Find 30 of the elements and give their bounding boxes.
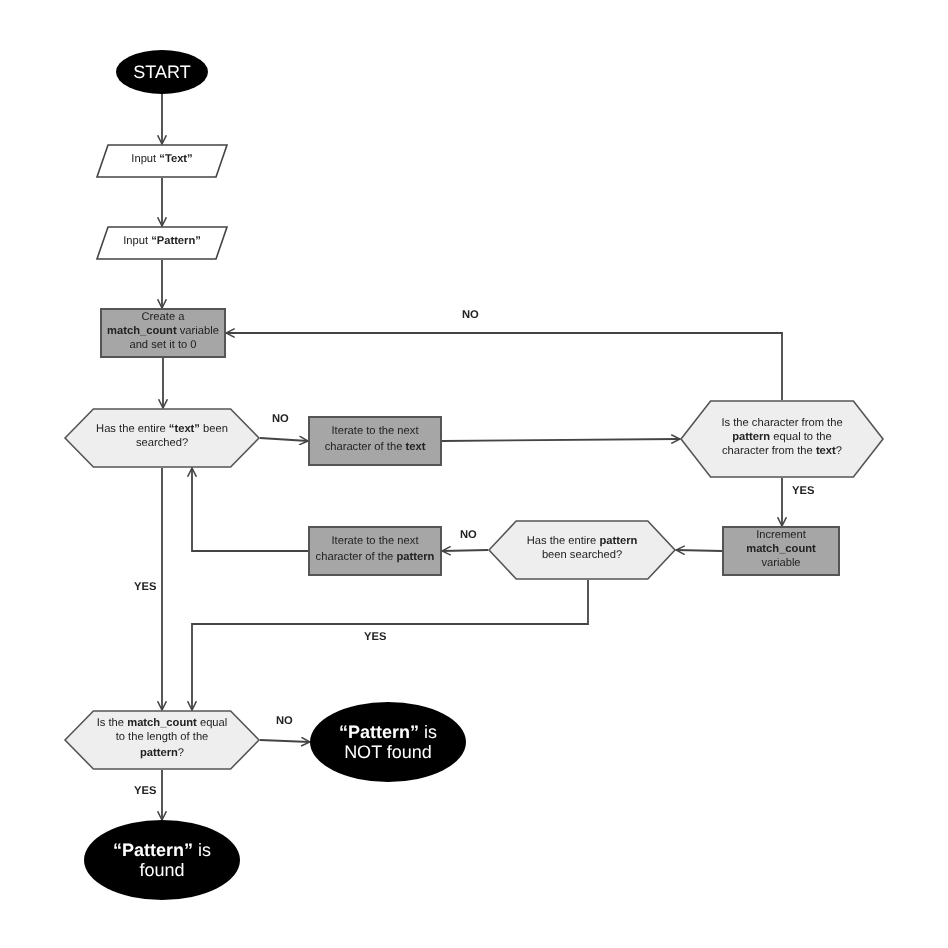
- arrow: [186, 579, 589, 711]
- start-terminal: [116, 50, 208, 94]
- decision-hexagon: [488, 520, 676, 580]
- arrow: [156, 769, 168, 821]
- arrow: [156, 93, 168, 145]
- arrow: [776, 477, 788, 527]
- input-parallelogram: [96, 144, 228, 178]
- arrow: [441, 433, 681, 445]
- end-terminal: [84, 820, 240, 900]
- decision-hexagon: [64, 710, 260, 770]
- process-box: [308, 526, 442, 576]
- arrow: [259, 435, 309, 446]
- arrow: [186, 467, 309, 552]
- process-box: [722, 526, 840, 576]
- terminal-label: “Pattern” is NOT found: [336, 721, 439, 763]
- end-terminal: [310, 702, 466, 782]
- arrow: [156, 177, 168, 227]
- arrow: [225, 327, 783, 401]
- arrow: [157, 357, 169, 409]
- terminal-label: START: [131, 61, 193, 83]
- arrow: [675, 545, 723, 556]
- process-box: [308, 416, 442, 466]
- arrow: [156, 259, 168, 309]
- arrow: [259, 736, 311, 747]
- input-parallelogram: [96, 226, 228, 260]
- decision-hexagon: [680, 400, 884, 478]
- terminal-label: “Pattern” is found: [110, 839, 213, 881]
- arrow: [156, 467, 168, 711]
- arrow: [441, 545, 489, 556]
- decision-hexagon: [64, 408, 260, 468]
